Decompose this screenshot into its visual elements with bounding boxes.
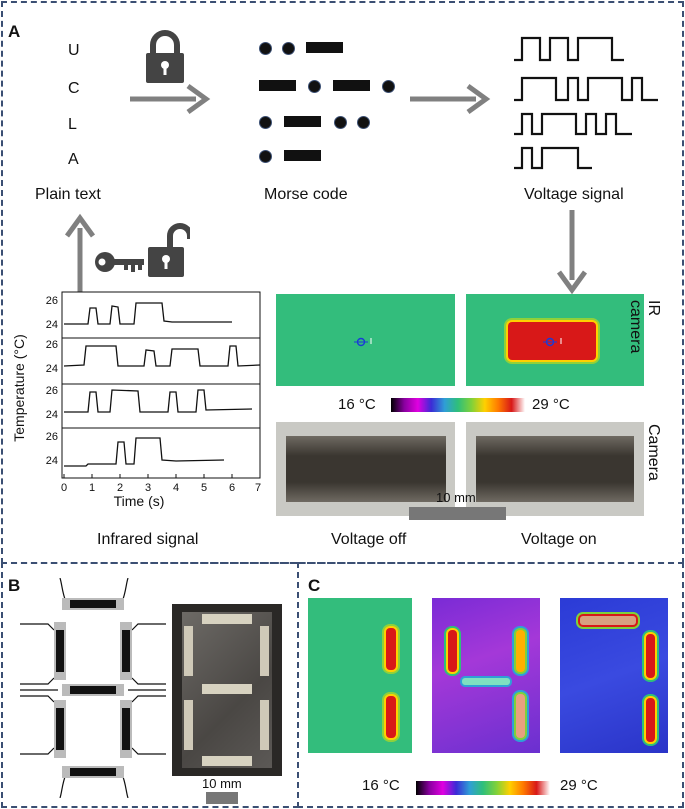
- xtick-0: 0: [61, 482, 67, 494]
- xtick-4: 4: [173, 482, 179, 494]
- trace-l: [64, 389, 253, 413]
- ytick-24-4: 24: [46, 455, 58, 467]
- xtick-1: 1: [89, 482, 95, 494]
- panel-label-a: A: [8, 22, 21, 41]
- xtick-5: 5: [201, 482, 207, 494]
- camera-image-off: [276, 422, 455, 516]
- colorbar-a-min: 16 °C: [338, 396, 376, 413]
- scalebar-b-label: 10 mm: [202, 776, 242, 791]
- plain-letter-c: C: [68, 80, 80, 97]
- key-icon: [95, 252, 144, 272]
- caption-plain-text: Plain text: [35, 186, 101, 203]
- caption-voltage-signal: Voltage signal: [524, 186, 624, 203]
- colorbar-c-min: 16 °C: [362, 777, 400, 794]
- scalebar-b: [206, 792, 238, 804]
- scalebar-a-label: 10 mm: [436, 490, 476, 505]
- caption-camera: Camera: [645, 424, 662, 481]
- scalebar-a: [409, 507, 506, 520]
- plain-letter-a: A: [68, 151, 79, 168]
- trace-u: [64, 302, 232, 325]
- caption-morse-code: Morse code: [264, 186, 348, 203]
- trace-a: [64, 437, 225, 467]
- device-photo: [172, 604, 282, 776]
- colorbar-a-max: 29 °C: [532, 396, 570, 413]
- colorbar-c-max: 29 °C: [560, 777, 598, 794]
- ir-digit-4: [432, 598, 540, 753]
- seven-segment-schematic: [20, 578, 166, 798]
- arrows-layer: [64, 83, 588, 295]
- ytick-26-1: 26: [46, 295, 58, 307]
- panel-label-b: B: [8, 576, 21, 595]
- colorbar-c: [416, 781, 550, 795]
- ir-image-on: [466, 294, 644, 386]
- xtick-6: 6: [229, 482, 235, 494]
- panel-label-c: C: [308, 576, 321, 595]
- ytick-26-2: 26: [46, 339, 58, 351]
- panel-c-border: [297, 562, 684, 808]
- ytick-24-1: 24: [46, 319, 58, 331]
- temperature-plot: 26 24 26 24 26 24 26 24 0 1 2 3 4 5 6 7 …: [11, 291, 261, 509]
- trace-c: [63, 345, 261, 367]
- ytick-24-2: 24: [46, 363, 58, 375]
- caption-infrared-signal: Infrared signal: [97, 531, 199, 548]
- ir-digit-7: [560, 598, 668, 753]
- xtick-2: 2: [117, 482, 123, 494]
- ir-image-off: [276, 294, 455, 386]
- heater-hot-spot: [508, 322, 596, 360]
- unlock-icon: [148, 223, 190, 277]
- plain-letter-l: L: [68, 116, 77, 133]
- voltage-signal-waves: [514, 36, 658, 170]
- caption-ir-camera: IR camera: [627, 300, 662, 354]
- ytick-26-3: 26: [46, 385, 58, 397]
- camera-image-on: [466, 422, 644, 516]
- ytick-24-3: 24: [46, 409, 58, 421]
- plot-ylabel: Temperature (°C): [11, 334, 27, 442]
- plot-xlabel: Time (s): [114, 493, 165, 509]
- colorbar-a: [391, 398, 525, 412]
- caption-voltage-on: Voltage on: [521, 531, 597, 548]
- xtick-7: 7: [255, 482, 261, 494]
- ir-digit-1: [308, 598, 412, 753]
- caption-voltage-off: Voltage off: [331, 531, 407, 548]
- xtick-3: 3: [145, 482, 151, 494]
- plain-letter-u: U: [68, 42, 80, 59]
- lock-icon: [146, 30, 184, 83]
- ytick-26-4: 26: [46, 431, 58, 443]
